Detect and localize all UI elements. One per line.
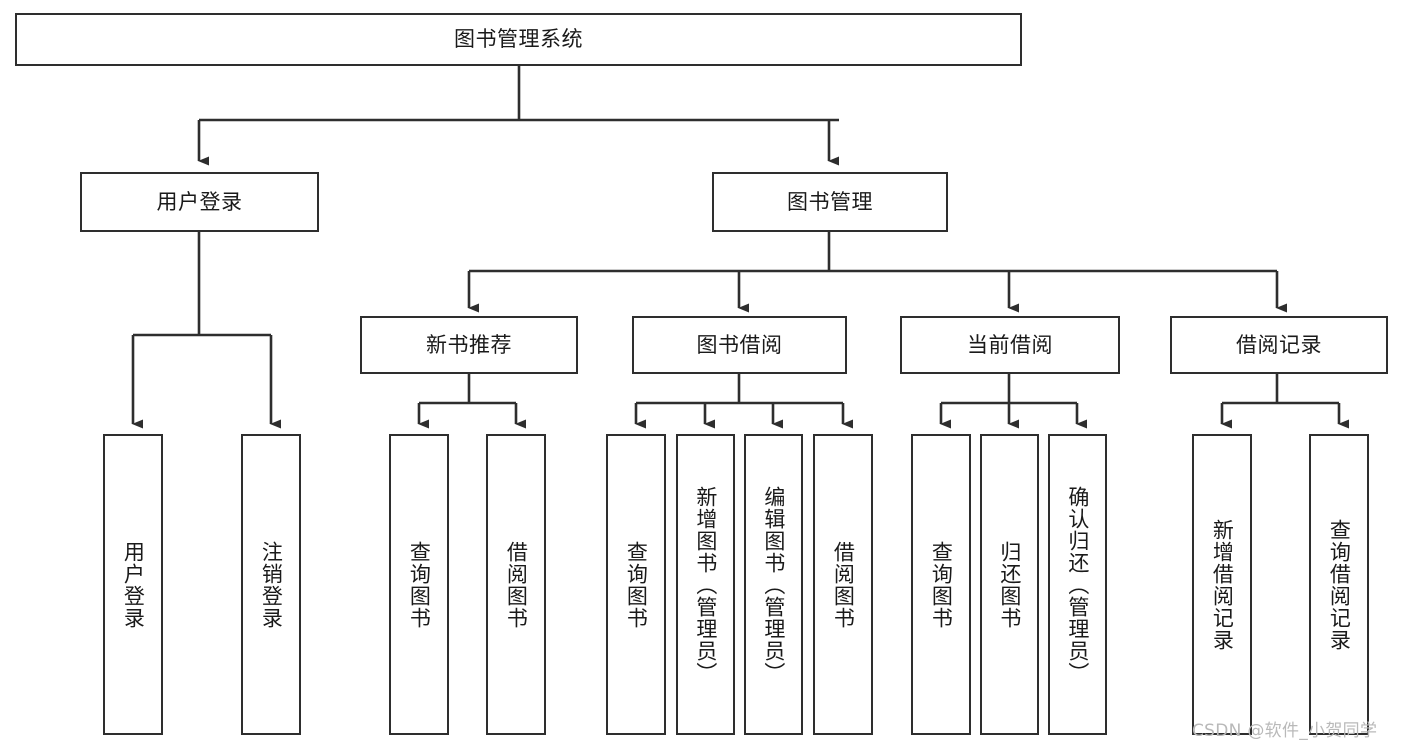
node-book-borrow[interactable]: 图书借阅 — [632, 316, 847, 374]
node-new-book-recommend[interactable]: 新书推荐 — [360, 316, 578, 374]
node-borrow-record[interactable]: 借阅记录 — [1170, 316, 1388, 374]
leaf-new-book-borrow[interactable]: 借阅图书 — [486, 434, 546, 735]
leaf-new-book-query[interactable]: 查询图书 — [389, 434, 449, 735]
leaf-user-login-signin[interactable]: 用户登录 — [103, 434, 163, 735]
leaf-borrow-record-query[interactable]: 查询借阅记录 — [1309, 434, 1369, 735]
leaf-book-borrow-query[interactable]: 查询图书 — [606, 434, 666, 735]
leaf-book-borrow-add[interactable]: 新增图书（管理员） — [676, 434, 735, 735]
leaf-user-login-signout[interactable]: 注销登录 — [241, 434, 301, 735]
leaf-book-borrow-edit[interactable]: 编辑图书（管理员） — [744, 434, 803, 735]
node-current-borrow[interactable]: 当前借阅 — [900, 316, 1120, 374]
leaf-borrow-record-add[interactable]: 新增借阅记录 — [1192, 434, 1252, 735]
leaf-current-borrow-query[interactable]: 查询图书 — [911, 434, 971, 735]
node-root-system[interactable]: 图书管理系统 — [15, 13, 1022, 66]
leaf-book-borrow-borrow[interactable]: 借阅图书 — [813, 434, 873, 735]
node-user-login[interactable]: 用户登录 — [80, 172, 319, 232]
leaf-current-borrow-return[interactable]: 归还图书 — [980, 434, 1039, 735]
leaf-current-borrow-confirm-return[interactable]: 确认归还（管理员） — [1048, 434, 1107, 735]
node-book-management[interactable]: 图书管理 — [712, 172, 948, 232]
